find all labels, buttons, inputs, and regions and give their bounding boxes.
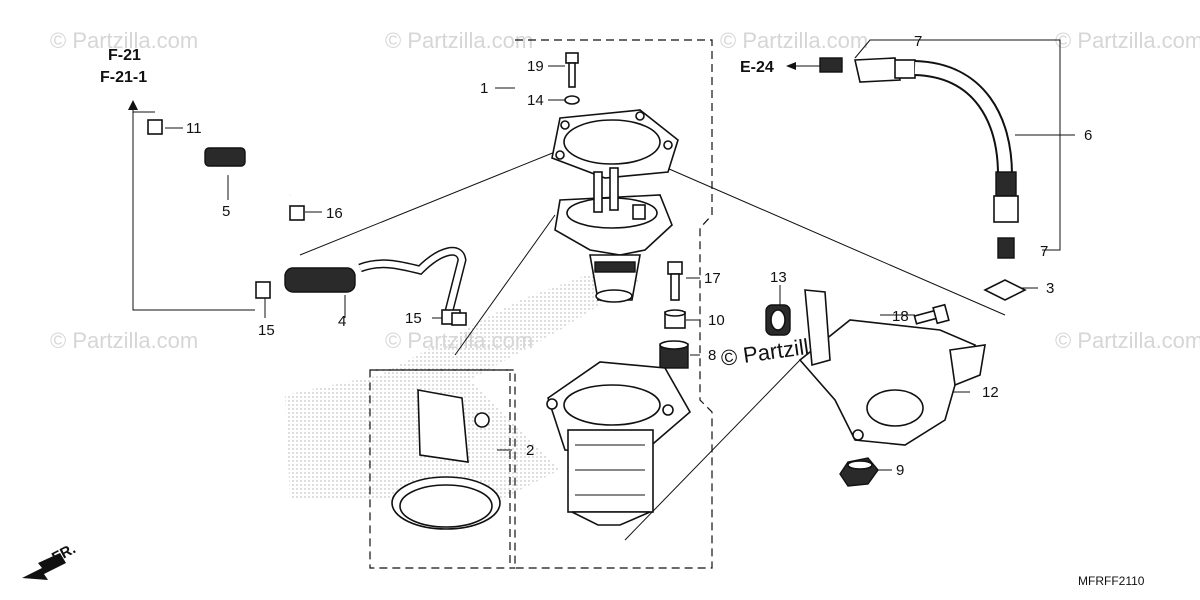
callout-4: 4 — [338, 313, 346, 330]
hose-6[interactable] — [819, 57, 1027, 301]
fuel-strainer-housing[interactable] — [546, 361, 692, 526]
callout-6: 6 — [1084, 127, 1092, 144]
callout-15-right: 15 — [405, 310, 422, 327]
reference-f21: F-21 — [108, 47, 141, 64]
reference-f211: F-21-1 — [100, 69, 147, 86]
watermark-mid-right: © Partzilla.com — [1055, 328, 1200, 353]
callout-19: 19 — [527, 58, 544, 75]
fuel-pump-top[interactable] — [554, 167, 673, 303]
washer-14[interactable] — [564, 95, 580, 105]
watermark-top-center: © Partzilla.com — [385, 28, 533, 53]
collar-10[interactable] — [664, 309, 686, 329]
assembly-2-outline — [370, 369, 511, 568]
callout-18: 18 — [892, 308, 909, 325]
callout-13: 13 — [770, 269, 787, 286]
callout-11: 11 — [186, 120, 202, 137]
callout-12: 12 — [982, 384, 999, 401]
callout-7-bottom: 7 — [1040, 243, 1048, 260]
watermark-top-right: © Partzilla.com — [720, 28, 868, 53]
grommet-13[interactable] — [765, 304, 791, 336]
callout-5: 5 — [222, 203, 230, 220]
bolt-19[interactable] — [565, 52, 579, 88]
clamp-15-right[interactable] — [451, 312, 467, 326]
fuel-filter-2[interactable] — [391, 389, 501, 530]
nut-9[interactable] — [839, 457, 879, 487]
bracket-12[interactable] — [798, 289, 986, 446]
callout-14: 14 — [527, 92, 544, 109]
callout-17: 17 — [704, 270, 721, 287]
watermark-top-left: © Partzilla.com — [50, 28, 198, 53]
bolt-17[interactable] — [667, 261, 683, 301]
hose-5[interactable] — [147, 119, 305, 221]
hose-4[interactable] — [255, 246, 467, 325]
callout-3: 3 — [1046, 280, 1054, 297]
diagram-code: MFRFF2110 — [1078, 574, 1145, 588]
front-arrow-icon — [22, 553, 66, 580]
callout-15-left: 15 — [258, 322, 275, 339]
watermark-mid-left: © Partzilla.com — [50, 328, 198, 353]
fuel-pump-gasket-plate[interactable] — [551, 109, 679, 179]
reference-arrow-icon — [128, 100, 138, 110]
grommet-8[interactable] — [659, 340, 689, 369]
callout-8: 8 — [708, 347, 716, 364]
callout-7-top: 7 — [914, 33, 922, 50]
reference-e24: E-24 — [740, 59, 774, 76]
callout-10: 10 — [708, 312, 725, 329]
background-logo-shape — [285, 270, 640, 500]
bolt-18[interactable] — [913, 303, 950, 325]
callout-16: 16 — [326, 205, 343, 222]
callout-2: 2 — [526, 442, 534, 459]
e24-arrow — [786, 62, 820, 70]
callout-9: 9 — [896, 462, 904, 479]
assembly-1-outline — [369, 39, 713, 569]
watermark-top-far-right: © Partzilla.com — [1055, 28, 1200, 53]
callout-1: 1 — [480, 80, 488, 97]
leader-lines — [132, 39, 1075, 541]
